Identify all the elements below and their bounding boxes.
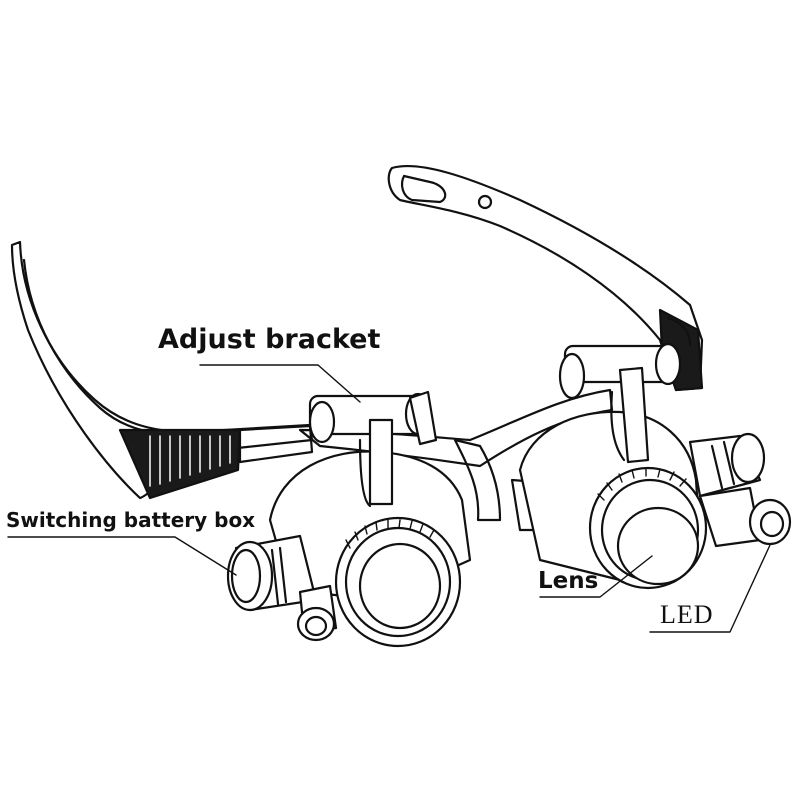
adjust-bracket-leader	[199, 364, 361, 403]
led-leader	[649, 544, 771, 633]
switching-battery-box-label: Switching battery box	[6, 508, 256, 532]
adjust-bracket-label: Adjust bracket	[158, 324, 381, 355]
callout-leaders	[7, 364, 771, 633]
lens-label: Lens	[538, 568, 599, 594]
left-temple-arm	[10, 240, 314, 500]
battery-box-leader	[7, 536, 237, 576]
led-label: LED	[660, 600, 714, 629]
lens-leader	[539, 555, 653, 598]
adjust-bracket-right	[558, 342, 682, 400]
right-lens-assembly	[518, 366, 792, 590]
left-lens-assembly	[226, 418, 472, 648]
